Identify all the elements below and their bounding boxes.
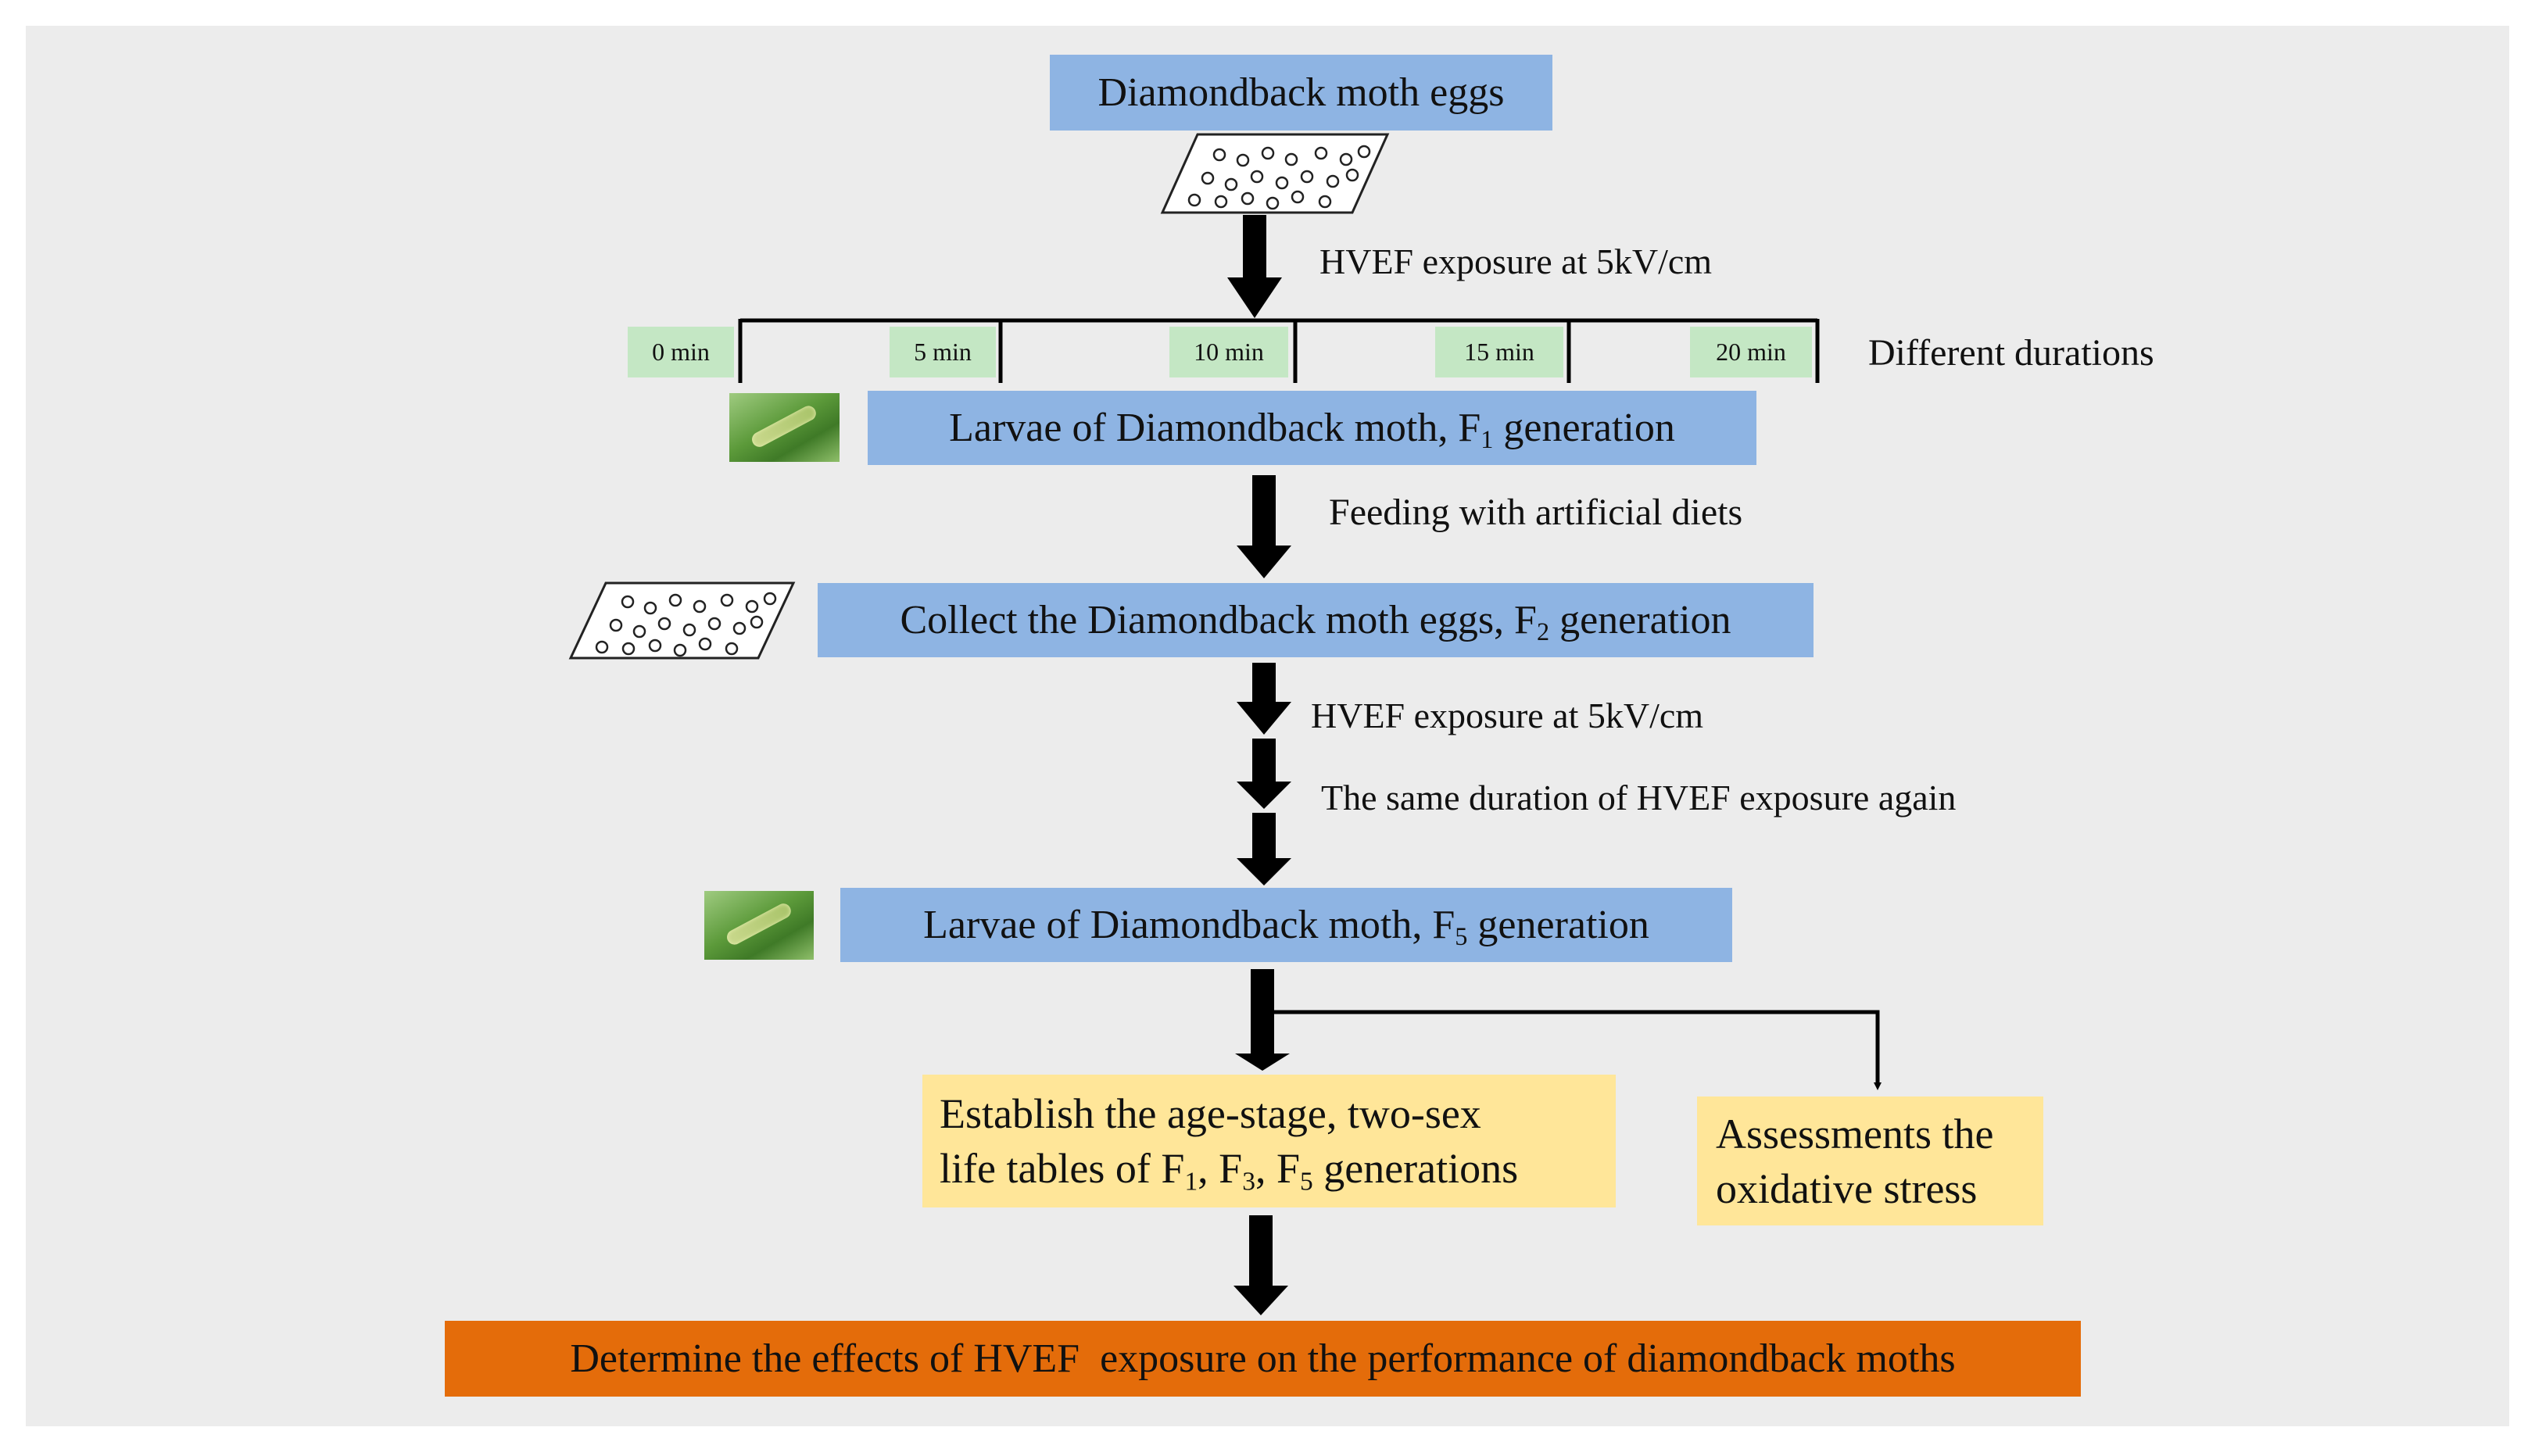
egg-dot bbox=[1266, 196, 1280, 210]
egg-dot bbox=[698, 637, 712, 651]
egg-dot bbox=[1187, 193, 1201, 207]
exposure-label-1: HVEF exposure at 5kV/cm bbox=[1319, 241, 1713, 281]
egg-dot bbox=[1212, 148, 1226, 162]
egg-dot bbox=[1357, 145, 1371, 159]
egg-dot bbox=[1345, 168, 1359, 182]
egg-dot bbox=[668, 593, 682, 607]
duration-tag-20: 20 min bbox=[1690, 327, 1812, 377]
larvae-f1-label: Larvae of Diamondback moth, F1 generatio… bbox=[949, 406, 1675, 454]
egg-dot bbox=[1339, 152, 1353, 166]
egg-dot bbox=[609, 618, 623, 632]
conclusion-label: Determine the effects of HVEF exposure o… bbox=[570, 1336, 1956, 1381]
life-tables-line-1: Establish the age-stage, two-sex bbox=[940, 1090, 1481, 1137]
larva-photo bbox=[729, 393, 840, 462]
collect-f2-box: Collect the Diamondback moth eggs, F2 ge… bbox=[818, 583, 1814, 657]
egg-dot bbox=[1300, 170, 1314, 184]
egg-dot bbox=[648, 639, 662, 653]
larvae-f5-label: Larvae of Diamondback moth, F5 generatio… bbox=[923, 903, 1649, 951]
egg-dot bbox=[763, 592, 777, 606]
egg-dot bbox=[1236, 153, 1250, 167]
egg-dot bbox=[621, 595, 635, 609]
arrow-down-icon bbox=[1237, 813, 1291, 885]
egg-dot bbox=[1224, 177, 1238, 191]
egg-dot bbox=[1241, 191, 1255, 206]
branch-connector bbox=[1274, 1010, 1882, 1090]
life-tables-box: Establish the age-stage, two-sex life ta… bbox=[922, 1075, 1616, 1207]
egg-dot bbox=[732, 621, 747, 635]
egg-dot bbox=[657, 617, 671, 631]
egg-dot bbox=[1201, 171, 1215, 185]
oxidative-stress-box: Assessments the oxidative stress bbox=[1697, 1096, 2043, 1225]
egg-dot bbox=[682, 623, 696, 637]
egg-dot bbox=[750, 615, 764, 629]
egg-dot bbox=[693, 599, 707, 614]
egg-tray-icon bbox=[568, 581, 796, 660]
eggs-box-label: Diamondback moth eggs bbox=[1097, 70, 1505, 115]
duration-bracket bbox=[738, 318, 1820, 383]
duration-tag-5: 5 min bbox=[890, 327, 996, 377]
oxidative-line-1: Assessments the bbox=[1716, 1110, 1994, 1157]
egg-dot bbox=[725, 642, 739, 656]
egg-dot bbox=[1326, 174, 1340, 188]
egg-dot bbox=[643, 601, 657, 615]
arrow-down-icon bbox=[1233, 1215, 1288, 1315]
oxidative-line-2: oxidative stress bbox=[1716, 1164, 1978, 1212]
larva-photo bbox=[704, 891, 814, 960]
conclusion-box: Determine the effects of HVEF exposure o… bbox=[445, 1321, 2081, 1397]
arrow-down-icon bbox=[1235, 969, 1290, 1071]
egg-dot bbox=[745, 599, 759, 614]
egg-dot bbox=[1250, 170, 1264, 184]
collect-f2-label: Collect the Diamondback moth eggs, F2 ge… bbox=[900, 598, 1731, 646]
arrow-down-icon bbox=[1237, 663, 1291, 735]
life-tables-line-2: life tables of F1, F3, F5 generations bbox=[940, 1145, 1519, 1197]
larvae-f1-box: Larvae of Diamondback moth, F1 generatio… bbox=[868, 391, 1756, 465]
egg-dot bbox=[1314, 146, 1328, 160]
egg-dot bbox=[720, 593, 734, 607]
egg-dot bbox=[707, 617, 721, 631]
same-duration-label: The same duration of HVEF exposure again bbox=[1321, 778, 1957, 817]
egg-dot bbox=[1291, 190, 1305, 204]
egg-dot bbox=[632, 624, 646, 639]
duration-tag-15: 15 min bbox=[1435, 327, 1563, 377]
duration-tag-0: 0 min bbox=[628, 327, 734, 377]
arrow-down-icon bbox=[1237, 475, 1291, 578]
larvae-f5-box: Larvae of Diamondback moth, F5 generatio… bbox=[840, 888, 1732, 962]
duration-tag-10: 10 min bbox=[1169, 327, 1288, 377]
eggs-box: Diamondback moth eggs bbox=[1050, 55, 1552, 131]
egg-dot bbox=[1261, 146, 1275, 160]
egg-dot bbox=[621, 642, 636, 656]
egg-dot bbox=[673, 643, 687, 657]
arrow-down-icon bbox=[1237, 739, 1291, 809]
egg-dot bbox=[1318, 195, 1332, 209]
arrow-down-icon bbox=[1227, 215, 1282, 318]
egg-dot bbox=[1275, 176, 1289, 190]
egg-tray-icon bbox=[1160, 133, 1390, 214]
egg-dot bbox=[1214, 195, 1228, 209]
feeding-label: Feeding with artificial diets bbox=[1329, 492, 1743, 533]
durations-label: Different durations bbox=[1868, 332, 2154, 374]
exposure-label-2: HVEF exposure at 5kV/cm bbox=[1311, 696, 1704, 735]
egg-dot bbox=[1284, 152, 1298, 166]
egg-dot bbox=[595, 640, 609, 654]
